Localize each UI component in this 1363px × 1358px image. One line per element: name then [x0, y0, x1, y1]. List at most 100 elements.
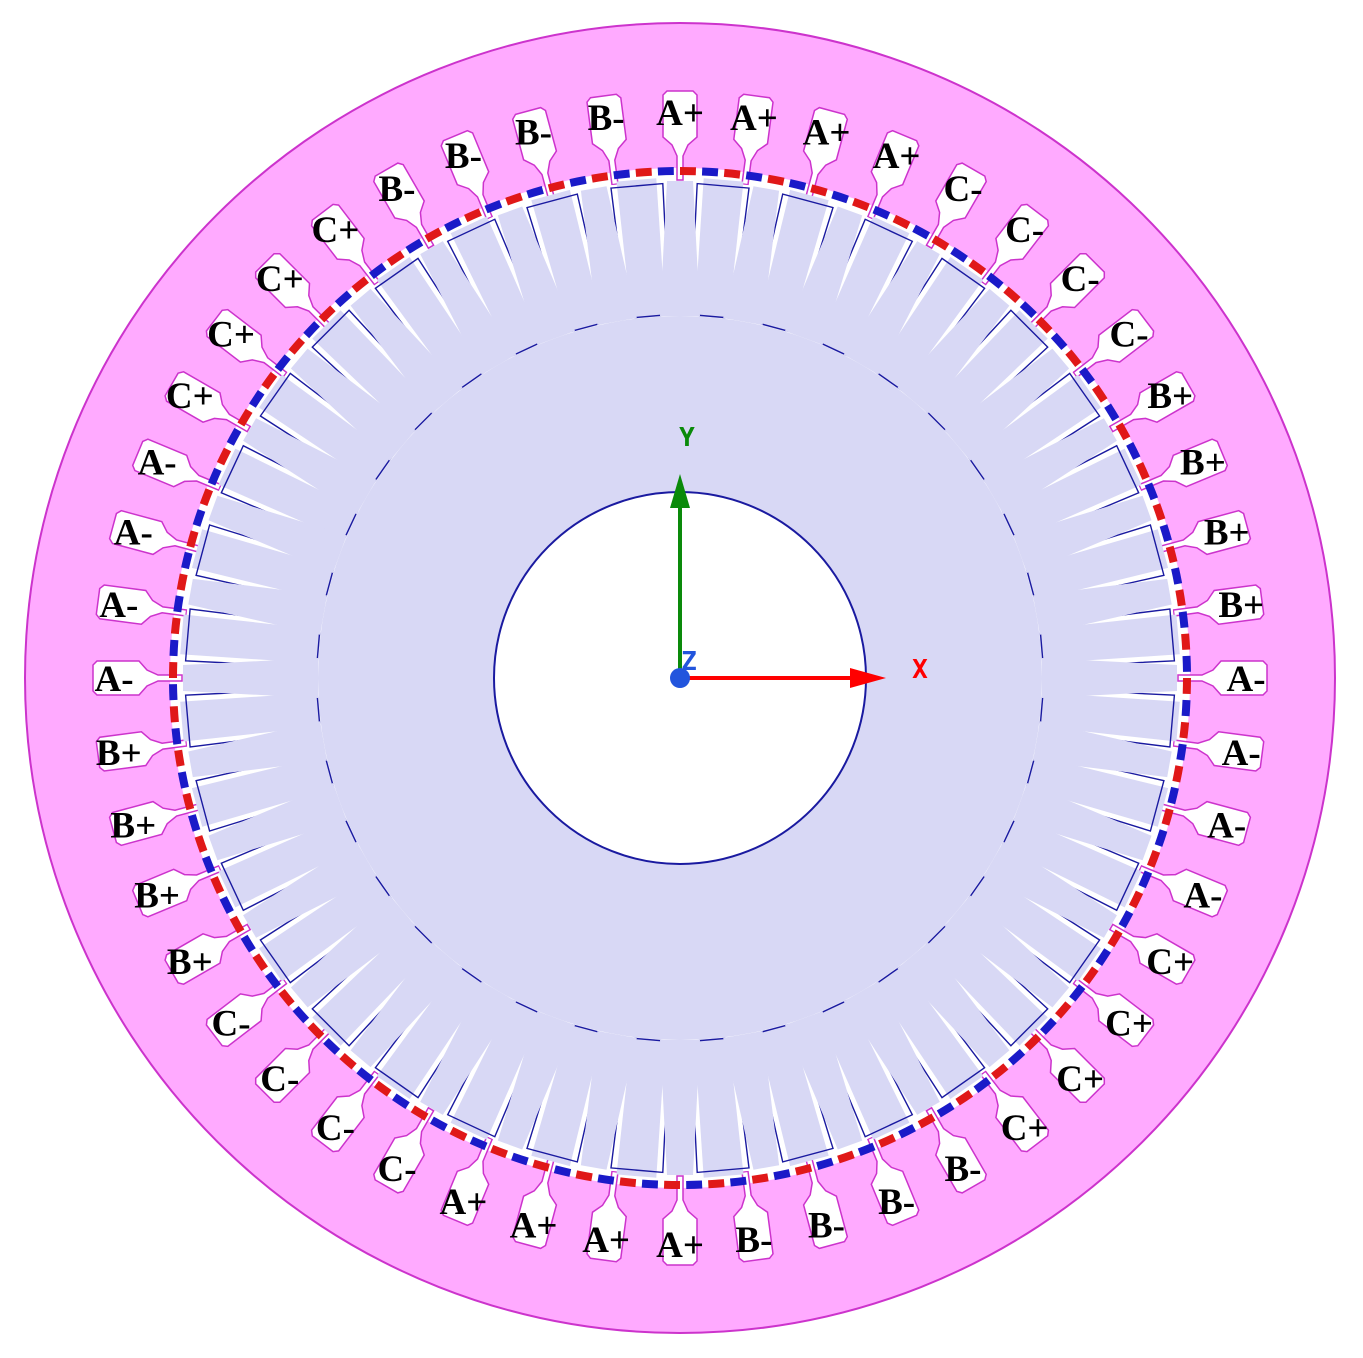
magnet-segment [569, 175, 587, 187]
stator-slot [586, 93, 627, 186]
stator-slot [1159, 509, 1252, 556]
slot-label: B- [379, 169, 416, 210]
magnet-segment [1152, 503, 1166, 521]
stator-slot [511, 106, 558, 199]
magnet-segment [1107, 929, 1123, 948]
stator-slot [1028, 1026, 1106, 1104]
slot-label: A- [94, 659, 133, 700]
magnet-segment [788, 179, 807, 191]
rotor-tooth [420, 981, 517, 1115]
rotor-bar-fill [259, 374, 394, 485]
magnet-segment [169, 639, 179, 657]
stator-slot [586, 1170, 627, 1263]
stator-slot [164, 923, 252, 986]
rotor-tooth [290, 895, 416, 1008]
magnet-segment [1181, 633, 1191, 650]
slot-label: C+ [256, 259, 304, 300]
magnet-segment [237, 408, 253, 427]
stator-slot [310, 1070, 381, 1153]
stator-slot [95, 584, 188, 625]
magnet-segment [575, 1170, 593, 1182]
magnet-segment [169, 706, 179, 723]
magnet-segment [1179, 721, 1190, 739]
rotor-tooth [497, 206, 575, 345]
slot-label: A+ [730, 98, 778, 139]
magnet-segment [188, 814, 201, 832]
magnet-segment [852, 197, 870, 212]
stator-slot [925, 1106, 988, 1194]
rotor-tooth [243, 418, 377, 515]
magnet-segment [635, 167, 652, 177]
slot-label: B- [735, 1220, 772, 1261]
magnet-segment [931, 235, 950, 251]
stator-slot [131, 438, 223, 492]
magnet-segment [1069, 984, 1086, 1002]
magnet-segment [219, 896, 234, 914]
slot-label: A+ [873, 136, 921, 177]
magnet-segment [810, 184, 828, 197]
rotor-bar-fill [1000, 448, 1142, 541]
magnet-segment [424, 227, 443, 243]
magnet-segment [318, 305, 336, 323]
magnet-segment [917, 1113, 936, 1129]
rotor-tooth [290, 348, 416, 461]
magnet-segment [686, 1180, 703, 1189]
slot-label: B+ [1204, 513, 1250, 554]
y-axis-arrow [670, 474, 690, 508]
magnet-segment [1019, 301, 1037, 318]
magnet-segment [986, 272, 1004, 289]
rotor-bar-fill [531, 189, 603, 333]
rotor-bar-fill [817, 216, 910, 358]
rotor-tooth [580, 186, 637, 325]
magnet-segment [210, 876, 225, 894]
rotor-bar-fill [966, 871, 1101, 982]
magnet-segment [174, 749, 185, 767]
slot-label: A- [1226, 659, 1265, 700]
slot-label: B- [808, 1206, 845, 1247]
stator-slot [866, 1135, 920, 1227]
rotor-tooth [660, 181, 700, 316]
stator-slot [1172, 584, 1265, 625]
magnet-segment [201, 855, 216, 874]
magnet-segment [511, 1152, 529, 1166]
magnet-segment [1118, 910, 1134, 929]
magnet-segment [872, 205, 891, 220]
slot-label: A+ [803, 112, 851, 153]
stator-slot [802, 1157, 849, 1250]
magnet-segment [444, 217, 462, 232]
magnet-segment [240, 934, 256, 953]
rotor-tooth [350, 288, 463, 414]
slot-label: B- [515, 112, 552, 153]
rotor-bar-fill [312, 310, 436, 434]
magnet-segment [831, 190, 849, 204]
magnet-segment [794, 1163, 813, 1176]
slot-label: C+ [1001, 1108, 1049, 1149]
magnet-segment [192, 509, 206, 527]
magnet-segment [1128, 890, 1144, 909]
stator-slot [802, 106, 849, 199]
y-axis-label: Y [679, 423, 695, 453]
slot-label: A+ [656, 93, 704, 134]
stator-slot [205, 977, 288, 1048]
stator-slot [131, 864, 223, 918]
magnet-segment [1115, 422, 1131, 441]
rotor-bar-fill [259, 871, 394, 982]
slot-label: B- [588, 98, 625, 139]
stator-slot [1137, 864, 1229, 918]
rotor-bar-fill [450, 216, 543, 358]
airgap-magnet-ring [169, 167, 1191, 1189]
magnet-segment [730, 1176, 747, 1187]
slot-label: C+ [311, 210, 359, 251]
magnet-segment [171, 728, 182, 745]
coordinate-axes: XYZ [670, 423, 928, 688]
rotor-bar-fill [873, 964, 984, 1099]
rotor-bar-fill [757, 1023, 829, 1167]
magnet-segment [490, 1144, 508, 1159]
slot-label: C+ [207, 314, 255, 355]
slot-label: B- [878, 1182, 915, 1223]
magnet-segment [1003, 286, 1021, 303]
stator-slot [1108, 923, 1196, 986]
slot-label: B- [945, 1149, 982, 1190]
magnet-segment [1176, 743, 1187, 761]
magnet-segment [1144, 482, 1159, 501]
